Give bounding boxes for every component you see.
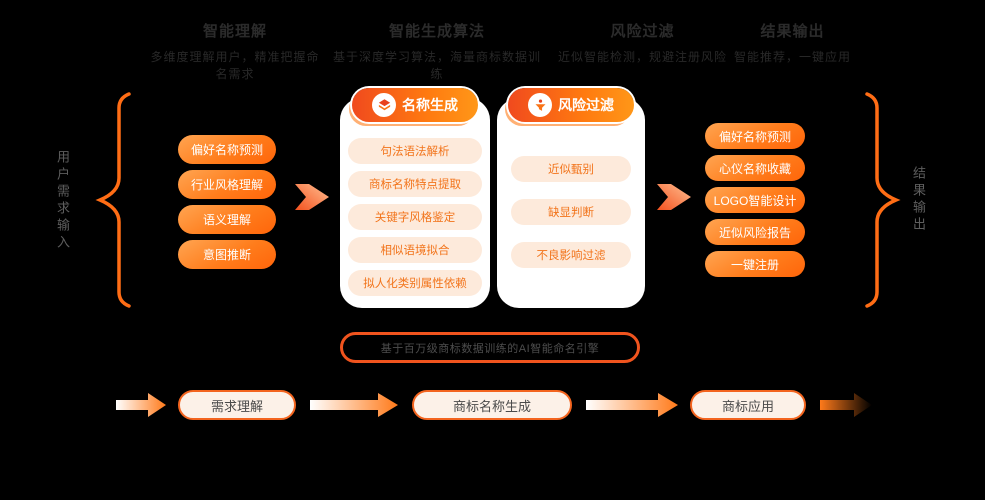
- filter-icon: [528, 93, 552, 117]
- header-subtitle: 基于深度学习算法，海量商标数据训练: [332, 50, 541, 81]
- flow-arrow-icon: [586, 393, 678, 417]
- header-column-2: 智能生成算法 基于深度学习算法，海量商标数据训练: [327, 20, 547, 82]
- flow-step-requirement: 需求理解: [178, 390, 296, 420]
- card-item: 句法语法解析: [348, 138, 482, 164]
- name-generation-card: 名称生成 句法语法解析 商标名称特点提取 关键字风格鉴定 相似语境拟合 拟人化类…: [340, 88, 490, 308]
- banner-text: 基于百万级商标数据训练的AI智能命名引擎: [380, 342, 600, 355]
- left-brace: [95, 92, 131, 308]
- risk-filter-card: 风险过滤 近似甄别 缺显判断 不良影响过滤: [497, 88, 645, 308]
- card-header: 风险过滤: [508, 88, 634, 122]
- header-subtitle: 近似智能检测，规避注册风险: [557, 50, 727, 64]
- flow-arrow-icon: [310, 393, 398, 417]
- flow-end-arrow-icon: [820, 393, 872, 417]
- input-pill: 偏好名称预测: [178, 135, 276, 164]
- flow-start-arrow-icon: [116, 393, 166, 417]
- output-pill: 偏好名称预测: [705, 123, 805, 149]
- flow-step-application: 商标应用: [690, 390, 806, 420]
- card-title: 风险过滤: [558, 97, 614, 113]
- card-item: 相似语境拟合: [348, 237, 482, 263]
- card-title: 名称生成: [402, 97, 458, 113]
- card-item: 拟人化类别属性依赖: [348, 270, 482, 296]
- input-pill: 行业风格理解: [178, 170, 276, 199]
- header-title: 风险过滤: [610, 23, 675, 40]
- right-brace: [865, 92, 901, 308]
- card-item-list: 句法语法解析 商标名称特点提取 关键字风格鉴定 相似语境拟合 拟人化类别属性依赖: [348, 138, 482, 296]
- card-item: 缺显判断: [511, 199, 631, 225]
- input-pill: 语义理解: [178, 205, 276, 234]
- header-column-4: 结果输出 智能推荐，一键应用: [730, 20, 855, 65]
- input-pill: 意图推断: [178, 240, 276, 269]
- header-subtitle: 多维度理解用户，精准把握命名需求: [150, 50, 320, 81]
- output-side-label: 结果输出: [911, 166, 926, 234]
- card-item: 关键字风格鉴定: [348, 204, 482, 230]
- card-item: 商标名称特点提取: [348, 171, 482, 197]
- engine-banner: 基于百万级商标数据训练的AI智能命名引擎: [340, 332, 640, 363]
- header-column-1: 智能理解 多维度理解用户，精准把握命名需求: [145, 20, 325, 82]
- flow-step-generation: 商标名称生成: [412, 390, 572, 420]
- output-pill: 近似风险报告: [705, 219, 805, 245]
- input-side-label: 用户需求输入: [55, 150, 70, 252]
- header-subtitle: 智能推荐，一键应用: [733, 50, 851, 64]
- header-title: 智能理解: [202, 23, 267, 40]
- card-item-list: 近似甄别 缺显判断 不良影响过滤: [511, 156, 631, 268]
- input-pill-column: 偏好名称预测 行业风格理解 语义理解 意图推断: [178, 135, 276, 269]
- arrow-right-icon: [295, 184, 329, 210]
- header-title: 智能生成算法: [388, 23, 485, 40]
- output-pill: LOGO智能设计: [705, 187, 805, 213]
- card-header: 名称生成: [352, 88, 478, 122]
- layers-icon: [372, 93, 396, 117]
- output-pill: 心仪名称收藏: [705, 155, 805, 181]
- header-column-3: 风险过滤 近似智能检测，规避注册风险: [545, 20, 740, 65]
- header-title: 结果输出: [760, 23, 825, 40]
- card-item: 不良影响过滤: [511, 242, 631, 268]
- arrow-right-icon: [657, 184, 691, 210]
- output-pill: 一键注册: [705, 251, 805, 277]
- card-item: 近似甄别: [511, 156, 631, 182]
- output-pill-column: 偏好名称预测 心仪名称收藏 LOGO智能设计 近似风险报告 一键注册: [705, 123, 805, 277]
